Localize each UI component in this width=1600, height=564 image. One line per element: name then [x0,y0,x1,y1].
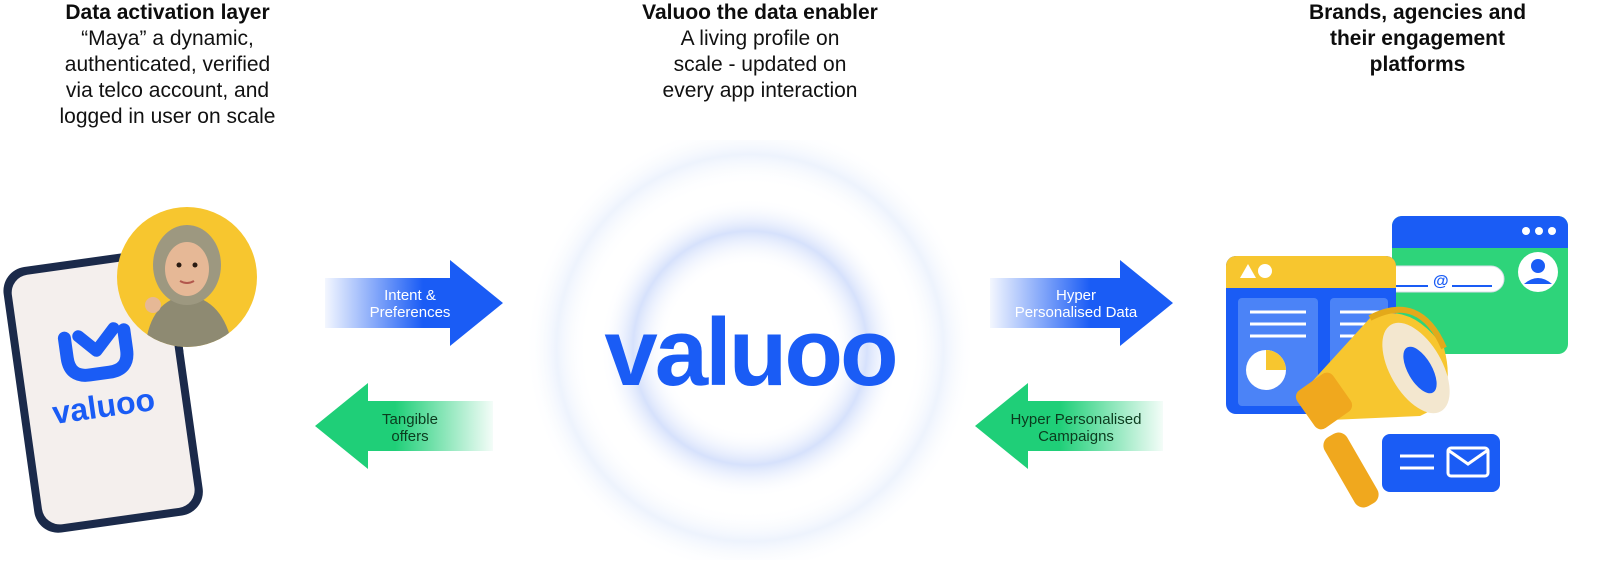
arrow-offers-line-2: offers [391,428,429,445]
arrow-hyper-campaigns-line-2: Campaigns [1038,428,1114,445]
avatar-photo [117,207,257,347]
arrow-offers [315,383,493,469]
right-title-line-2: their engagement [1329,27,1506,50]
left-desc-line-2: authenticated, verified [64,53,271,76]
middle-column-header: Valuoo the data enabler A living profile… [610,0,910,104]
arrow-hyper-data [990,260,1173,346]
arrow-intent [325,260,503,346]
arrow-hyper-data-label: Hyper Personalised Data [1000,287,1152,321]
center-rings [525,140,975,560]
middle-desc-line-3: every app interaction [662,79,858,102]
left-desc-line-3: via telco account, and [65,79,270,102]
center-logo: valuoo [604,299,898,406]
svg-text:@: @ [1433,273,1449,290]
right-column-header: Brands, agencies and their engagement pl… [1285,0,1550,78]
right-title-line-3: platforms [1369,53,1466,76]
megaphone-icon [1295,306,1450,508]
user-icon [1531,259,1545,273]
middle-desc-line-1: A living profile on [680,27,840,50]
right-title-line-1: Brands, agencies and [1308,1,1527,24]
arrow-hyper-data-line-1: Hyper [1055,287,1096,304]
arrow-hyper-data-line-2: Personalised Data [1014,304,1138,321]
left-title: Data activation layer [65,1,270,24]
brands-illustration: @ [1226,216,1568,508]
arrow-hyper-campaigns [975,383,1163,469]
left-column-header: Data activation layer “Maya” a dynamic, … [30,0,305,130]
middle-title: Valuoo the data enabler [642,1,878,24]
arrow-intent-line-2: Preferences [369,304,451,321]
inner-ring [600,198,900,498]
middle-desc-line-2: scale - updated on [673,53,847,76]
arrow-hyper-campaigns-line-1: Hyper Personalised [1010,411,1142,428]
profile-window-icon [1392,216,1568,354]
arrow-offers-label: Tangible offers [355,411,465,445]
arrow-intent-label: Intent & Preferences [355,287,465,321]
left-desc-line-1: “Maya” a dynamic, [81,27,254,50]
left-desc-line-4: logged in user on scale [59,105,276,128]
envelope-icon [1382,434,1500,492]
arrow-intent-line-1: Intent & [384,287,436,304]
arrow-offers-line-1: Tangible [382,411,438,428]
valuoo-check-icon [57,323,134,382]
arrow-hyper-campaigns-label: Hyper Personalised Campaigns [1000,411,1152,445]
